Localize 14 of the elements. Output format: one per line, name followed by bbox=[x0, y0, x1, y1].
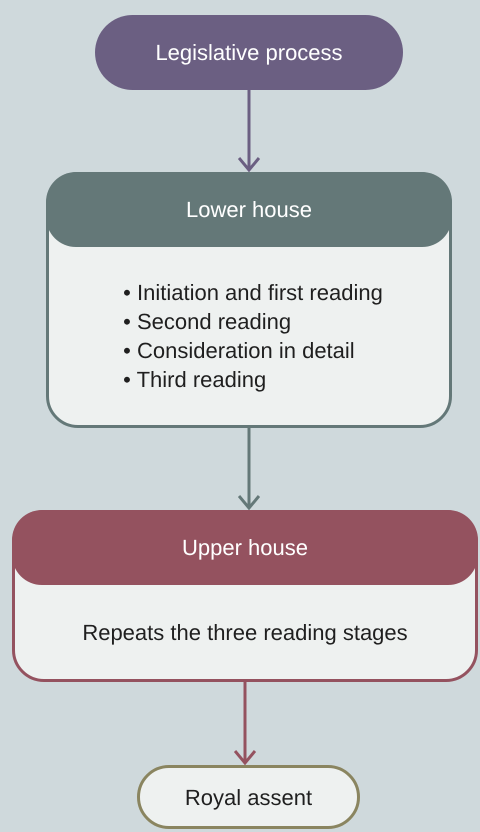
header-title: Lower house bbox=[186, 196, 312, 224]
stage-card bbox=[12, 510, 478, 682]
list-item: • Consideration in detail bbox=[123, 337, 356, 365]
node-title: Royal assent bbox=[184, 784, 312, 812]
arrow bbox=[238, 90, 260, 172]
stage-card bbox=[46, 172, 452, 428]
list-item: • Third reading bbox=[123, 366, 268, 394]
card-text: Repeats the three reading stages bbox=[82, 618, 408, 646]
arrow bbox=[234, 682, 256, 764]
list-item: • Second reading bbox=[123, 308, 292, 336]
node-title: Legislative process bbox=[155, 39, 343, 67]
list-item: • Initiation and first reading bbox=[123, 279, 383, 307]
arrow bbox=[238, 428, 260, 510]
header-title: Upper house bbox=[182, 534, 308, 562]
